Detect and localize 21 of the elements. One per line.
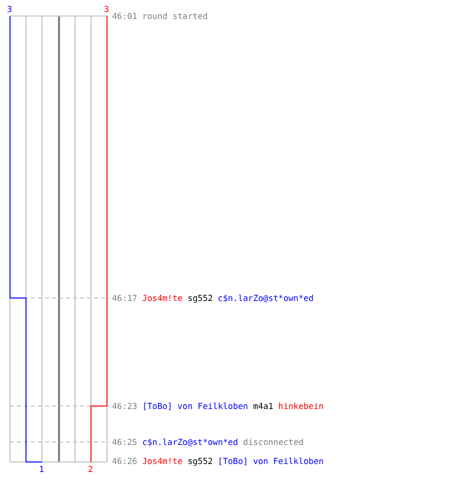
player-name: Jos4m!te bbox=[142, 293, 183, 303]
time: 46:01 bbox=[112, 11, 138, 21]
time: 46:23 bbox=[112, 401, 138, 411]
player-name: Jos4m!te bbox=[142, 456, 183, 466]
player-name: c$n.larZo@st*own*ed bbox=[142, 437, 238, 447]
weapon-name: m4a1 bbox=[253, 401, 274, 411]
time: 46:26 bbox=[112, 456, 138, 466]
player-name: c$n.larZo@st*own*ed bbox=[218, 293, 314, 303]
time: 46:25 bbox=[112, 437, 138, 447]
event-text: round started bbox=[142, 11, 208, 21]
weapon-name: sg552 bbox=[188, 456, 213, 466]
weapon-name: sg552 bbox=[188, 293, 213, 303]
event-text: disconnected bbox=[243, 437, 304, 447]
player-count: 2 bbox=[88, 464, 94, 474]
player-count: 3 bbox=[104, 4, 110, 14]
time: 46:17 bbox=[112, 293, 138, 303]
player-name: hinkebein bbox=[278, 401, 324, 411]
player-count: 3 bbox=[7, 4, 12, 14]
player-name: [ToBo] von Feilkloben bbox=[218, 456, 324, 466]
player-name: [ToBo] von Feilkloben bbox=[142, 401, 248, 411]
player-count: 1 bbox=[39, 464, 44, 474]
